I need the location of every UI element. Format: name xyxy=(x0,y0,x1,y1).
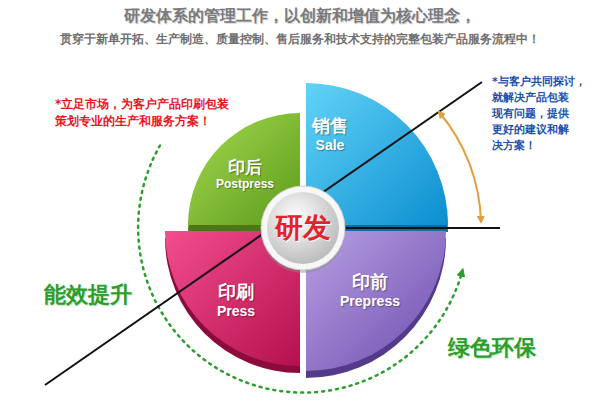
node-subtitle: Press xyxy=(217,302,255,319)
node-label: 研发 xyxy=(275,211,331,245)
hub-ring xyxy=(261,186,345,270)
press-sector: 印刷Press xyxy=(165,231,300,366)
title: 研发体系的管理工作，以创新和增值为核心理念， xyxy=(0,6,600,27)
node-title: 销售 xyxy=(312,115,348,137)
prepress-sector: 印前Prepress xyxy=(306,231,446,371)
node-label: 印后Postpress xyxy=(216,157,274,192)
node-subtitle: Postpress xyxy=(216,177,274,191)
node-title: 印后 xyxy=(216,157,274,177)
node-label: 销售Sale xyxy=(312,115,348,153)
diagonal-line xyxy=(45,82,482,385)
sector-face xyxy=(165,231,300,366)
subtitle: 贯穿于新单开拓、生产制造、质量控制、售后服务和技术支持的完整包装产品服务流程中！ xyxy=(0,31,600,48)
note: *与客户共同探讨， 就解决产品包装 现有问题，提供 更好的建议和解 决方案！ xyxy=(492,74,596,154)
hub-disc xyxy=(267,192,339,264)
node-label: 印前Prepress xyxy=(340,271,400,309)
horizontal-line xyxy=(345,227,500,229)
node-label: 印刷Press xyxy=(217,281,255,319)
node-title: 印刷 xyxy=(217,281,255,303)
slogan: 能效提升 xyxy=(44,280,132,310)
node-title: 研发 xyxy=(275,211,331,245)
node-title: 印前 xyxy=(340,271,400,293)
note: *立足市场，为客户产品印刷包装 策划专业的生产和服务方案！ xyxy=(55,96,245,131)
node-subtitle: Sale xyxy=(312,136,348,153)
node-subtitle: Prepress xyxy=(340,292,400,309)
slogan: 绿色环保 xyxy=(448,333,536,363)
rd-hub: 研发 xyxy=(259,184,347,272)
sector-face xyxy=(306,231,446,371)
